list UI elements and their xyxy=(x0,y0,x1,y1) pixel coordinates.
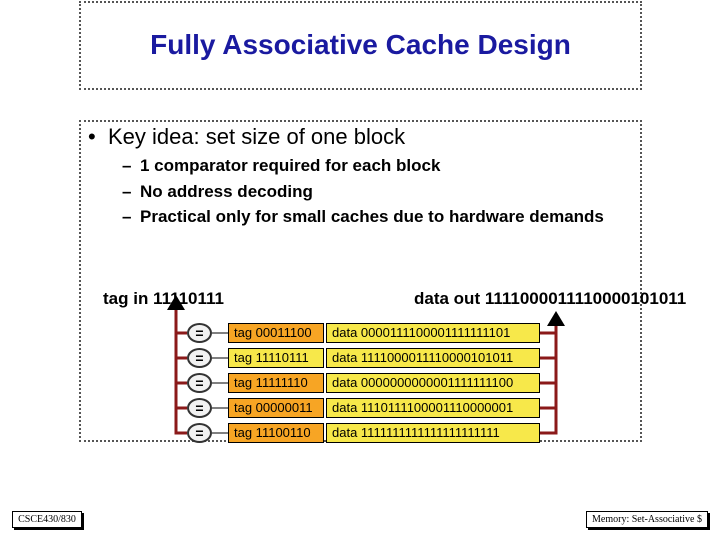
tag-in-wire xyxy=(174,307,187,435)
tag-cell-4: tag 00000011 xyxy=(228,398,324,418)
comparator-2: = xyxy=(187,348,212,368)
comparator-4: = xyxy=(187,398,212,418)
comparator-5: = xyxy=(187,423,212,443)
comparator-1: = xyxy=(187,323,212,343)
data-out-label: data out 1111000011110000101011 xyxy=(414,289,687,308)
dash-icon: – xyxy=(122,156,132,175)
comparator-3: = xyxy=(187,373,212,393)
tag-cell-2: tag 11110111 xyxy=(228,348,324,368)
data-cell-3: data 0000000000001111111100 xyxy=(326,373,540,393)
data-cell-2: data 1111000011110000101011 xyxy=(326,348,540,368)
data-cell-1: data 0000111100001111111101 xyxy=(326,323,540,343)
topic-footer: Memory: Set-Associative $ xyxy=(586,511,708,528)
data-out-bus xyxy=(540,320,558,435)
sub-point-text: Practical only for small caches due to h… xyxy=(140,207,604,226)
sub-point-2: –No address decoding xyxy=(122,182,313,202)
tag-cell-1: tag 00011100 xyxy=(228,323,324,343)
sub-point-3: –Practical only for small caches due to … xyxy=(122,207,604,227)
course-footer: CSCE430/830 xyxy=(12,511,82,528)
tag-in-label: tag in 11110111 xyxy=(103,289,225,308)
sub-point-text: 1 comparator required for each block xyxy=(140,156,441,175)
title-frame: Fully Associative Cache Design xyxy=(79,1,642,90)
main-bullet: • Key idea: set size of one block xyxy=(88,124,406,149)
dash-icon: – xyxy=(122,207,132,226)
dash-icon: – xyxy=(122,182,132,201)
tag-cell-3: tag 11111110 xyxy=(228,373,324,393)
data-cell-4: data 1110111100001110000001 xyxy=(326,398,540,418)
sub-point-1: –1 comparator required for each block xyxy=(122,156,440,176)
data-out-arrow-icon xyxy=(547,311,565,326)
sub-point-text: No address decoding xyxy=(140,182,313,201)
slide-title: Fully Associative Cache Design xyxy=(150,29,571,60)
tag-cell-5: tag 11100110 xyxy=(228,423,324,443)
data-cell-5: data 1111111111111111111111 xyxy=(326,423,540,443)
tag-in-arrow-icon xyxy=(167,295,185,310)
main-bullet-text: Key idea: set size of one block xyxy=(107,124,406,149)
